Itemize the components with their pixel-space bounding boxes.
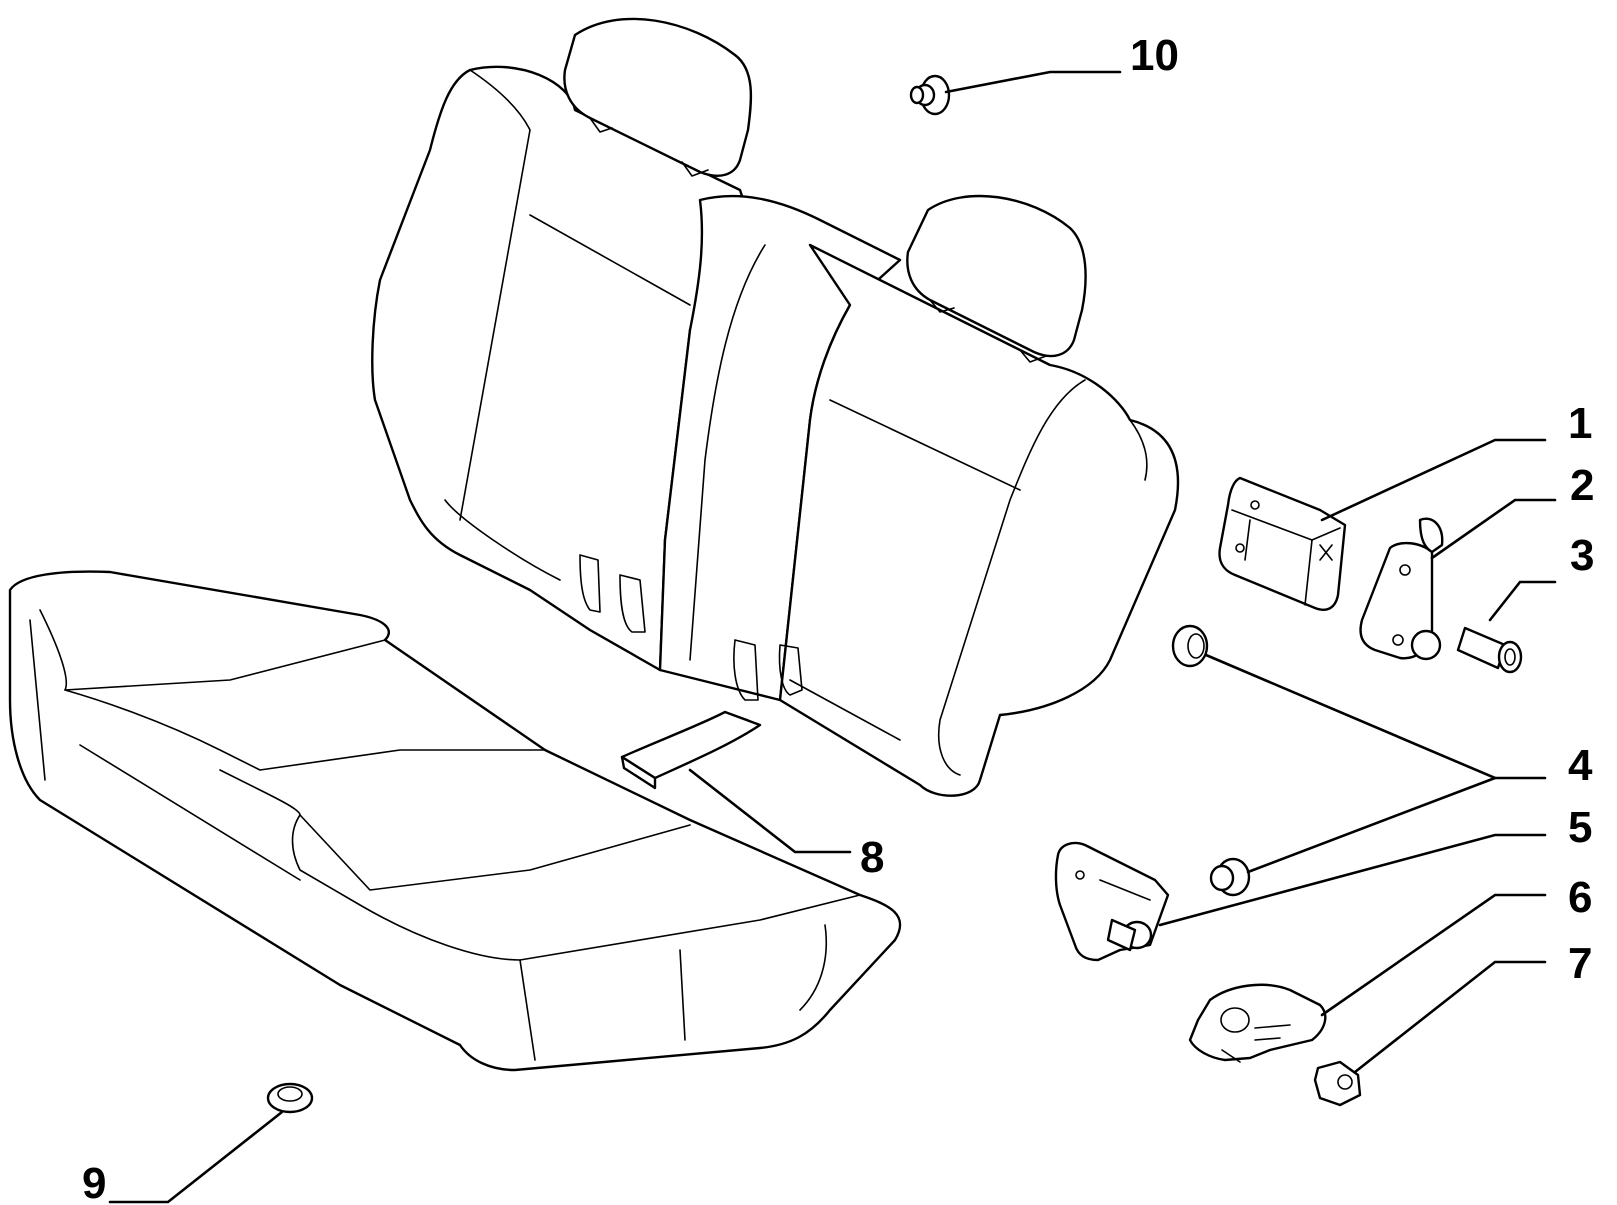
callout-5: 5 <box>1568 803 1592 852</box>
part-1-bracket <box>1218 476 1347 611</box>
leader-4b <box>1246 776 1497 874</box>
callout-labels: 10 1 2 3 4 5 6 7 8 9 <box>82 31 1594 1205</box>
part-2-hinge-plate <box>1359 517 1444 661</box>
leader-6 <box>1320 893 1547 1017</box>
leader-7 <box>1353 960 1547 1074</box>
headrest-right <box>906 194 1087 363</box>
part-10-bolt <box>909 74 951 116</box>
callout-10: 10 <box>1130 31 1179 80</box>
part-6-latch-plate <box>1188 983 1327 1063</box>
seatbelt-buckles <box>579 554 803 701</box>
callout-7: 7 <box>1568 939 1592 988</box>
seat-backrest-right <box>778 243 1180 797</box>
callout-9: 9 <box>82 1159 106 1205</box>
leader-lines <box>108 70 1557 1204</box>
leader-2 <box>1430 498 1557 560</box>
part-5-pivot-bracket <box>1054 841 1170 962</box>
leader-3 <box>1488 580 1557 622</box>
leader-1 <box>1320 438 1547 522</box>
seat-cushion <box>8 570 902 1072</box>
leader-4a <box>1204 653 1547 780</box>
callout-3: 3 <box>1570 531 1594 580</box>
callout-4: 4 <box>1568 741 1593 790</box>
callout-6: 6 <box>1568 873 1592 922</box>
part-3-bolt <box>1456 626 1523 674</box>
part-4-spacer-lower <box>1209 857 1251 897</box>
part-8-strap <box>620 710 762 790</box>
part-7-nut <box>1313 1060 1362 1107</box>
leader-9 <box>108 1110 284 1204</box>
leader-10 <box>944 70 1122 94</box>
part-9-plug <box>266 1082 314 1114</box>
callout-1: 1 <box>1568 399 1592 448</box>
callout-2: 2 <box>1570 461 1594 510</box>
headrest-left <box>563 17 753 177</box>
leader-8 <box>688 768 852 854</box>
leader-5 <box>1158 833 1547 927</box>
callout-8: 8 <box>860 833 884 882</box>
part-4-spacer-upper <box>1171 624 1209 668</box>
